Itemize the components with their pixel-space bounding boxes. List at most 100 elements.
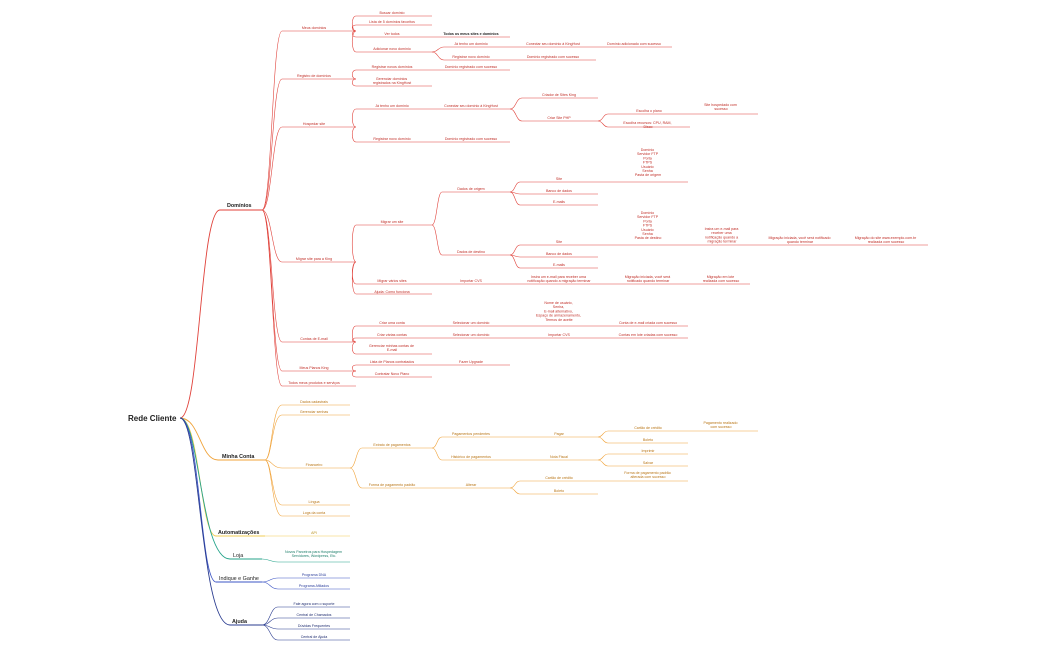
node-cartao-2[interactable]: Cartão de crédito <box>545 476 573 480</box>
insira-line-3: notificação quando a <box>705 235 738 239</box>
conta-field: Nome de usuário, <box>544 301 572 305</box>
node-migrar-varios[interactable]: Migrar vários sites <box>377 279 406 283</box>
node-conectar-king-2[interactable]: Conectar seu domínio à KingHost <box>444 104 498 108</box>
destino-field: Usuário <box>641 228 653 232</box>
category-dominios[interactable]: Domínios <box>227 203 252 209</box>
node-origem-fields[interactable]: Domínio Servidor FTP Porta FTPS Usuário … <box>635 148 661 177</box>
node-escolha-plano[interactable]: Escolha o plano <box>636 109 662 113</box>
node-escolha-recursos[interactable]: Escolha recursos: CPU, RAM, Disco <box>623 121 672 129</box>
node-programa-afiliados[interactable]: Programa Afiliados <box>299 584 329 588</box>
node-ver-todos[interactable]: Ver todos <box>384 32 399 36</box>
node-adicionar-novo[interactable]: Adicionar novo domínio <box>373 47 411 51</box>
node-criar-php[interactable]: Criar Site PHP <box>547 116 571 120</box>
node-ja-tenho[interactable]: Já tenho um domínio <box>454 42 488 46</box>
node-gerenciar[interactable]: Gerenciar domínios registrados na KingHo… <box>373 77 411 85</box>
node-contas-criadas[interactable]: Contas em lote criadas com sucesso <box>619 333 678 337</box>
node-duvidas[interactable]: Dúvidas Frequentes <box>298 624 330 628</box>
node-registro[interactable]: Registro de domínios <box>297 74 331 78</box>
node-gerenciar-contas[interactable]: Gerenciar minhas contas de E-mail <box>369 344 415 352</box>
node-pagamento-realizado[interactable]: Pagamento realizado com sucesso <box>704 421 739 429</box>
node-cartao[interactable]: Cartão de crédito <box>634 426 662 430</box>
node-registrar-novos[interactable]: Registrar novos domínios <box>372 65 413 69</box>
node-dominio-registrado[interactable]: Domínio registrado com sucesso <box>527 55 579 59</box>
node-dados-origem[interactable]: Dados de origem <box>457 187 484 191</box>
node-conectar-king[interactable]: Conectar seu domínio à KingHost <box>526 42 580 46</box>
node-destino-fields[interactable]: Domínio Servidor FTP Porta FTPS Usuário … <box>635 211 662 240</box>
node-dominio-adicionado[interactable]: Domínio adicionado com sucesso <box>607 42 661 46</box>
node-parceiros[interactable]: Novos Parceiros para Hospedagem Servidor… <box>285 550 343 558</box>
node-historico[interactable]: Histórico de pagamentos <box>451 455 491 459</box>
node-imprimir[interactable]: Imprimir <box>642 449 656 453</box>
node-site-destino[interactable]: Site <box>556 240 562 244</box>
node-forma-alterada[interactable]: Forma de pagamento padrão alterada com s… <box>624 471 672 479</box>
node-alterar[interactable]: Alterar <box>466 483 477 487</box>
category-automatizacoes[interactable]: Automatizações <box>218 530 259 536</box>
node-contratar[interactable]: Contratar Novo Plano <box>375 372 410 376</box>
node-meus-dominios[interactable]: Meus domínios <box>302 26 327 30</box>
category-ajuda[interactable]: Ajuda <box>232 619 248 625</box>
node-todos-produtos[interactable]: Todos meus produtos e serviços <box>288 381 340 385</box>
node-boleto-2[interactable]: Boleto <box>554 489 564 493</box>
node-banco-origem[interactable]: Banco de dados <box>546 189 572 193</box>
node-banco-destino[interactable]: Banco de dados <box>546 252 572 256</box>
node-migrar-king[interactable]: Migrar site para a King <box>296 257 332 261</box>
node-dados-destino[interactable]: Dados de destino <box>457 250 485 254</box>
node-criar-conta[interactable]: Criar uma conta <box>379 321 405 325</box>
node-email-destino[interactable]: E-mails <box>553 263 565 267</box>
node-registrado-sucesso-2[interactable]: Domínio registrado com sucesso <box>445 137 497 141</box>
node-programa-dna[interactable]: Programa DNA <box>302 573 327 577</box>
node-importar-cvs-2[interactable]: Importar CVS <box>548 333 570 337</box>
node-realizada-varios[interactable]: Migração em lote realizada com sucesso <box>703 275 740 283</box>
node-ja-tenho-2[interactable]: Já tenho um domínio <box>375 104 409 108</box>
node-meus-planos[interactable]: Meus Planos King <box>300 366 329 370</box>
node-migrar-um[interactable]: Migrar um site <box>381 220 404 224</box>
node-email-origem[interactable]: E-mails <box>553 200 565 204</box>
node-central-chamados[interactable]: Central de Chamados <box>297 613 332 617</box>
node-pagar[interactable]: Pagar <box>554 432 564 436</box>
node-forma-pagamento[interactable]: Forma de pagamento padrão <box>369 483 416 487</box>
node-financeiro[interactable]: Financeiro <box>306 463 323 467</box>
node-lista-favoritos[interactable]: Lista de 5 domínios favoritos <box>369 20 415 24</box>
node-nota-fiscal[interactable]: Nota Fiscal <box>550 455 568 459</box>
node-buscar-dominio[interactable]: Buscar domínio <box>380 11 405 15</box>
node-conta-fields[interactable]: Nome de usuário, Senha, E-mail alternati… <box>536 301 582 322</box>
node-criador[interactable]: Criador de Sites King <box>542 93 576 97</box>
node-iniciada-varios[interactable]: Migração iniciada, você será notificado … <box>625 275 672 283</box>
node-registrar-novo[interactable]: Registrar novo domínio <box>452 55 489 59</box>
node-registrar-novo-2[interactable]: Registrar novo domínio <box>373 137 410 141</box>
node-dados-cadastrais[interactable]: Dados cadastrais <box>300 400 328 404</box>
node-conta-criada[interactable]: Conta de e-mail criada com sucesso <box>619 321 677 325</box>
node-registrado-sucesso[interactable]: Domínio registrado com sucesso <box>445 65 497 69</box>
node-gerenciar-senhas[interactable]: Gerenciar senhas <box>300 410 329 414</box>
node-selecionar-dominio-2[interactable]: Selecionar um domínio <box>453 333 490 337</box>
node-migracao-iniciada[interactable]: Migração iniciada, você será notificado … <box>769 236 832 244</box>
category-minha-conta[interactable]: Minha Conta <box>222 454 255 460</box>
node-ajuda-funciona[interactable]: Ajuda: Como funciona <box>374 290 409 294</box>
node-insira-email[interactable]: Insira um e-mail para receber uma notifi… <box>705 227 740 244</box>
node-linguagem[interactable]: Língua <box>309 500 320 504</box>
node-pendentes[interactable]: Pagamentos pendentes <box>452 432 490 436</box>
node-todos-os-meus[interactable]: Todos os meus sites e domínios <box>443 32 498 36</box>
node-boleto[interactable]: Boleto <box>643 438 653 442</box>
node-site-hospedado[interactable]: Site hospedado com sucesso <box>704 103 738 111</box>
category-indique[interactable]: Indique e Ganhe <box>219 576 259 582</box>
node-lista-planos[interactable]: Lista de Planos contratados <box>370 360 415 364</box>
node-salvar[interactable]: Salvar <box>643 461 654 465</box>
node-insira-varios[interactable]: Insira um e-mail para receber uma notifi… <box>527 275 591 283</box>
node-migracao-exemplo[interactable]: Migração do site www.exemplo.com.br real… <box>855 236 918 244</box>
node-importar-csv[interactable]: Importar CVS <box>460 279 482 283</box>
node-api[interactable]: API <box>311 531 317 535</box>
node-selecionar-dominio[interactable]: Selecionar um domínio <box>453 321 490 325</box>
node-fale-suporte[interactable]: Fale agora com o suporte <box>294 602 335 606</box>
root-label[interactable]: Rede Cliente <box>128 414 177 423</box>
node-criar-varias[interactable]: Criar várias contas <box>377 333 407 337</box>
node-central-ajuda[interactable]: Central de Ajuda <box>301 635 328 639</box>
node-hospedar[interactable]: Hospedar site <box>303 122 325 126</box>
category-loja[interactable]: Loja <box>233 553 243 559</box>
destino-field: Senha <box>642 232 652 236</box>
node-site-origem[interactable]: Site <box>556 177 562 181</box>
node-extrato[interactable]: Extrato de pagamentos <box>373 443 410 447</box>
node-logs[interactable]: Logs da conta <box>303 511 326 515</box>
node-fazer-upgrade[interactable]: Fazer Upgrade <box>459 360 483 364</box>
node-contas-email[interactable]: Contas de E-mail <box>300 337 328 341</box>
